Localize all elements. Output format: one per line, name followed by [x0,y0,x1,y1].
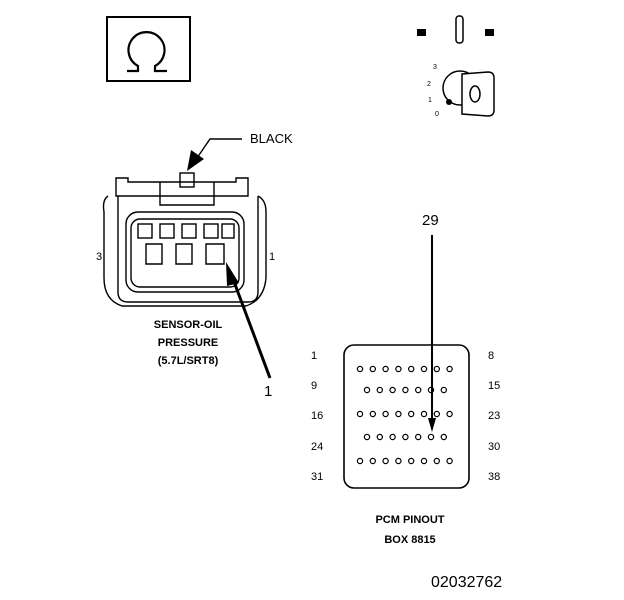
pcm-pin [427,433,435,441]
pcm-pin [356,457,364,465]
svg-text:2: 2 [427,81,431,88]
ignition-key-icon: 3 2 1 0 [417,15,495,118]
pcm-pin [369,365,376,373]
row-5-left-label: 31 [311,471,324,483]
connector-caption-line-1: SENSOR-OIL [153,319,223,331]
pcm-pin [433,457,440,465]
pcm-pin [395,410,402,418]
arrow-pin-label: 1 [264,383,273,400]
pcm-pin [433,410,440,418]
black-label: BLACK [250,131,293,146]
pcm-pin [356,365,364,373]
connector-caption-line-3: (5.7L/SRT8) [157,355,219,367]
pcm-pin [395,457,402,465]
svg-text:1: 1 [428,97,432,104]
pcm-pin [402,433,409,441]
oil-pressure-connector [102,172,267,307]
pcm-pin [408,410,415,418]
pcm-pin [389,433,396,441]
pin-1-label: 1 [269,251,276,263]
pcm-pin [440,433,447,441]
pcm-pin [420,457,428,465]
pcm-pin [389,386,396,394]
pcm-arrow-pin-label: 29 [422,212,439,229]
connector-caption: SENSOR-OIL PRESSURE (5.7L/SRT8) [118,318,258,368]
pcm-pin [363,433,371,441]
row-5-right-label: 38 [488,471,501,483]
row-4-left-label: 24 [311,441,324,453]
pcm-pin [382,410,389,418]
pcm-pin [369,410,376,418]
pcm-pin [395,365,402,373]
pcm-pin [408,365,415,373]
pcm-pin-grid [356,365,453,465]
pcm-pin [402,386,409,394]
connector-caption-line-2: PRESSURE [157,337,219,349]
pcm-caption-line-2: BOX 8815 [384,534,436,546]
pcm-pin [369,457,376,465]
pcm-pin [356,410,364,418]
pcm-pin [446,410,453,418]
row-2-right-label: 15 [488,380,501,392]
pcm-pin [440,386,447,394]
pcm-pinout-box [343,344,470,489]
pcm-pin [433,365,440,373]
row-2-left-label: 9 [311,380,318,392]
pcm-caption-line-1: PCM PINOUT [375,514,445,526]
pcm-pin [376,433,383,441]
pcm-pin [363,386,371,394]
row-3-right-label: 23 [488,410,501,422]
pin-3-label: 3 [96,251,103,263]
pcm-pin [446,457,453,465]
pcm-caption: PCM PINOUT BOX 8815 [340,513,480,547]
pcm-pin [420,410,428,418]
pcm-pin [415,433,422,441]
figure-id: 02032762 [431,574,503,591]
pcm-pin [408,457,415,465]
pcm-pin [446,365,453,373]
row-1-left-label: 1 [311,350,318,362]
pcm-pin [415,386,422,394]
ohmmeter-icon [106,16,191,82]
pcm-pin [382,365,389,373]
svg-text:0: 0 [435,111,439,118]
pcm-pin [376,386,383,394]
pin-29-arrow [428,235,436,432]
svg-text:3: 3 [433,64,437,71]
pcm-pin [382,457,389,465]
row-4-right-label: 30 [488,441,501,453]
row-3-left-label: 16 [311,410,324,422]
pcm-pin [420,365,428,373]
row-1-right-label: 8 [488,350,495,362]
pin-1-arrow [226,262,272,379]
black-wire-marker-arrow [187,138,242,171]
